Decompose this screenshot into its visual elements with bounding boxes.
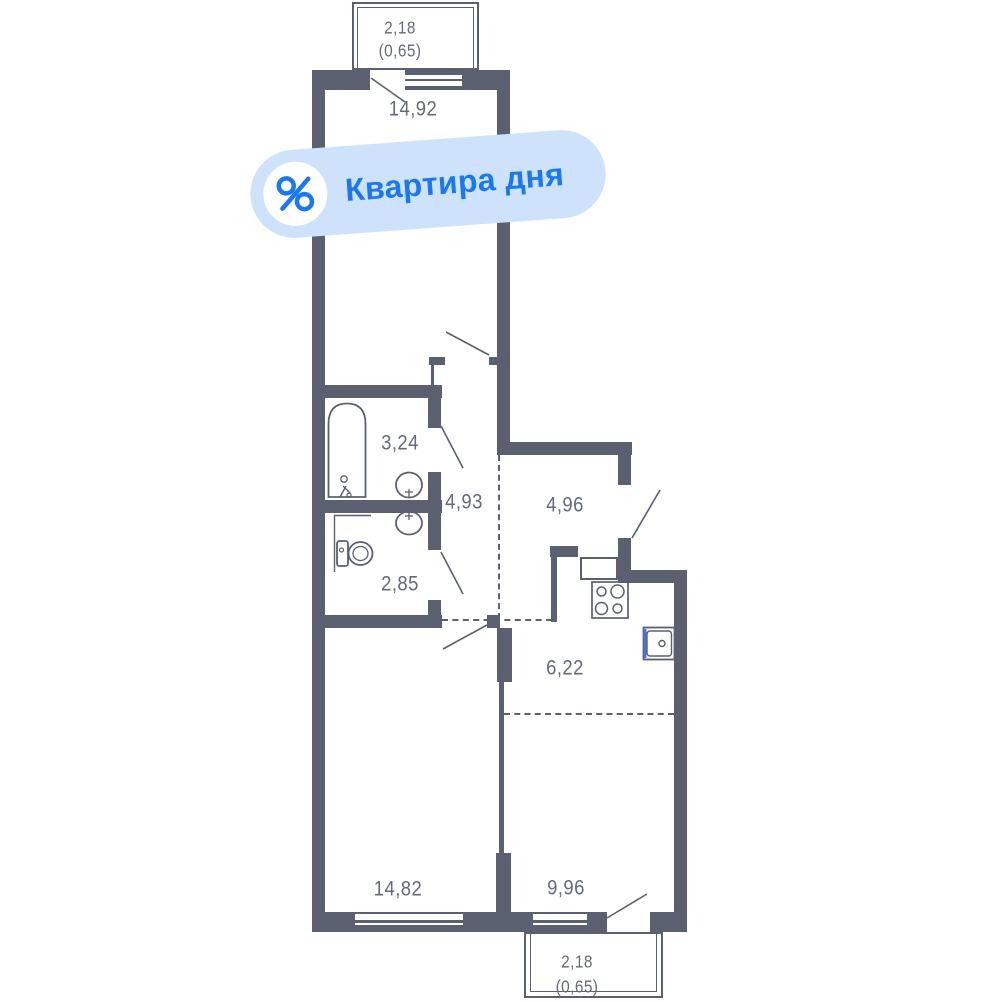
room-area-living-room: 14,82 (373, 877, 423, 901)
wall-wc-right-a (428, 513, 441, 550)
wall-bottom-b (463, 912, 533, 932)
wall-mid-thin (499, 682, 504, 853)
wall-right-lower (674, 570, 687, 932)
door-bathroom (440, 425, 464, 469)
wall-bottom-c (587, 912, 607, 932)
wall-top-left (312, 70, 370, 90)
room-area-hallway: 4,93 (445, 490, 483, 514)
wall-hall-top (497, 442, 632, 455)
window-bedroom (405, 69, 462, 90)
balcony-top-inner (357, 7, 474, 70)
wall-entry-right (618, 455, 631, 485)
bathtub-icon (327, 402, 367, 498)
dashed-boundary-hall (498, 455, 500, 619)
wall-bathroom-right-a (428, 398, 441, 428)
vent-duct (580, 557, 618, 580)
wall-kitchen-top (618, 570, 687, 583)
room-area-bedroom: 14,92 (388, 97, 438, 121)
door-bedroom (445, 331, 490, 356)
percent-icon (276, 176, 315, 212)
kitchen-sink-icon (642, 626, 676, 661)
wall-right-upper (497, 70, 510, 442)
wall-hall-bottom-piece (487, 615, 500, 628)
wc-sink-icon (395, 510, 423, 536)
room-area-entry-hall: 4,96 (546, 493, 584, 517)
balcony-bottom-area: 2,18 (561, 951, 593, 972)
wall-left (312, 70, 325, 932)
wall-mid-pillar-bottom (496, 853, 511, 912)
balcony-bottom-area-coefficient: (0,65) (555, 976, 599, 997)
wall-bedroom-door-jamb2 (431, 357, 434, 387)
balcony-bottom (524, 932, 663, 998)
balcony-top-area-coefficient: (0,65) (378, 40, 422, 61)
badge-circle (261, 159, 330, 228)
wall-bath-wc-divider (322, 500, 442, 513)
window-living-room (355, 912, 463, 932)
wc-duct-line (333, 514, 371, 572)
room-area-wc: 2,85 (381, 572, 419, 596)
balcony-top-area: 2,18 (384, 17, 416, 38)
door-living-room (442, 624, 488, 650)
wall-bathroom-top (312, 385, 442, 398)
bath-sink-icon (395, 471, 423, 499)
door-entrance (631, 489, 661, 539)
wall-bedroom-door-jamb (429, 357, 445, 365)
window-bedroom2 (533, 912, 587, 932)
promo-badge: Квартира дня (247, 127, 609, 241)
wall-bottom-d (650, 912, 687, 932)
room-area-kitchen: 6,22 (546, 656, 584, 680)
dashed-boundary-kitchen (504, 713, 674, 715)
wall-mid-pillar-top (497, 628, 512, 682)
door-wc (440, 551, 464, 595)
wall-bottom-a (312, 912, 355, 932)
wall-kitchen-stub (550, 546, 578, 557)
badge-label: Квартира дня (343, 155, 566, 208)
wall-wc-bottom (322, 615, 442, 628)
door-balcony-bottom (606, 893, 648, 919)
room-area-bathroom: 3,24 (381, 431, 419, 455)
wall-kitchen-thin (551, 557, 557, 622)
room-area-bedroom2: 9,96 (547, 876, 585, 900)
toilet-icon (336, 540, 374, 567)
wall-bedroom-door-jamb3 (489, 357, 498, 365)
balcony-bottom-inner (530, 932, 657, 992)
dashed-boundary-hall-bottom (442, 619, 552, 621)
stove-icon (591, 581, 629, 619)
